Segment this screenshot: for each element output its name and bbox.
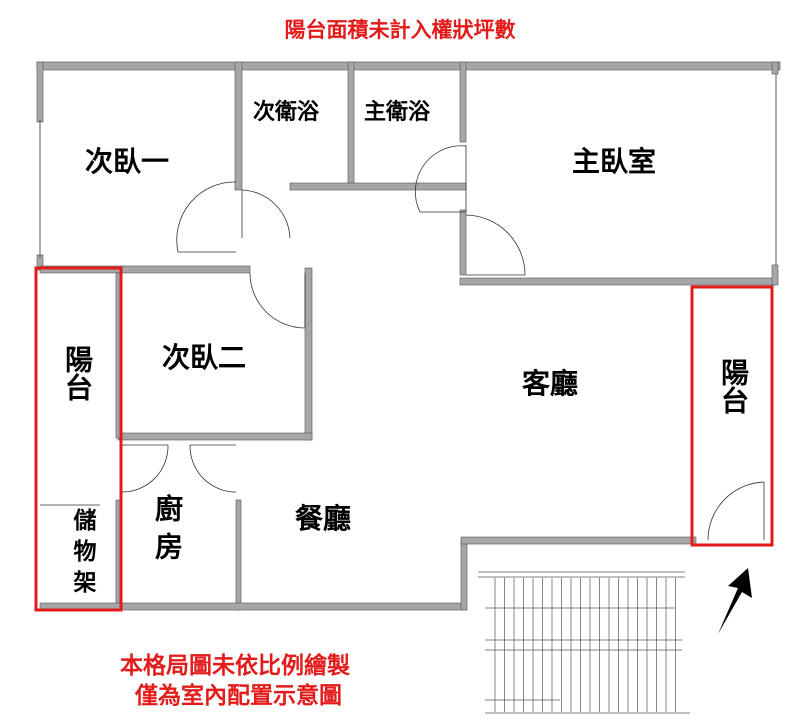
doors (39, 74, 777, 541)
title: 陽台面積未計入權狀坪數 (284, 18, 516, 42)
room-label-master-bedroom: 主臥室 (572, 145, 657, 178)
room-label-kitchen: 廚房 (151, 494, 184, 570)
balcony-highlights (34, 266, 774, 612)
room-label-living: 客廳 (522, 367, 579, 400)
room-label-bedroom2: 次臥一 (85, 145, 170, 178)
room-label-storage: 儲物架 (69, 508, 95, 601)
room-label-master-bath: 主衛浴 (364, 100, 431, 125)
room-label-balcony-right: 陽台 (717, 358, 750, 414)
room-label-bedroom3: 次臥二 (162, 341, 247, 374)
room-label-bath2: 次衛浴 (253, 100, 320, 125)
room-label-balcony-left: 陽台 (61, 345, 94, 401)
room-label-dining: 餐廳 (295, 502, 352, 535)
note-schematic-only: 僅為室內配置示意圖 (135, 683, 342, 709)
staircase (478, 571, 690, 714)
entrance-arrow-icon (718, 568, 752, 634)
note-not-to-scale: 本格局圖未依比例繪製 (120, 653, 350, 679)
walls (36, 61, 781, 611)
